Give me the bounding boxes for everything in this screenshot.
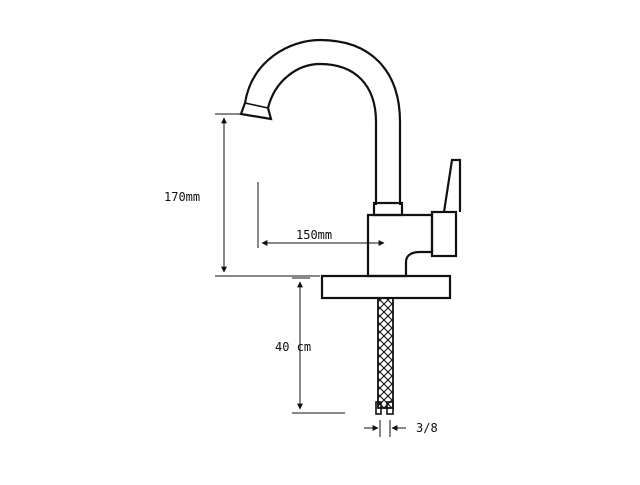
reach-label: 150mm: [296, 228, 332, 242]
hose-fitting-left: [375, 401, 382, 415]
faucet-body: [239, 38, 462, 300]
dimension-height: 170mm: [164, 113, 320, 277]
dimension-reach: 150mm: [257, 182, 385, 248]
flexible-hose: [375, 297, 394, 415]
mixer-body: [366, 213, 434, 278]
deck-base: [320, 274, 452, 300]
hose-fitting-right: [386, 401, 394, 415]
dimension-connection: 3/8: [364, 420, 438, 437]
hose-label: 40 cm: [275, 340, 311, 354]
nozzle-edge: [244, 102, 269, 109]
lever-housing: [430, 210, 458, 258]
spout-outer: [243, 38, 402, 205]
height-label: 170mm: [164, 190, 200, 204]
dimension-hose: 40 cm: [275, 277, 345, 414]
spout-collar: [372, 201, 404, 217]
lever-handle: [442, 158, 462, 213]
spout-nozzle: [239, 102, 273, 121]
connection-label: 3/8: [416, 421, 438, 435]
hose-braid: [377, 297, 394, 409]
spout-inner: [266, 62, 378, 205]
